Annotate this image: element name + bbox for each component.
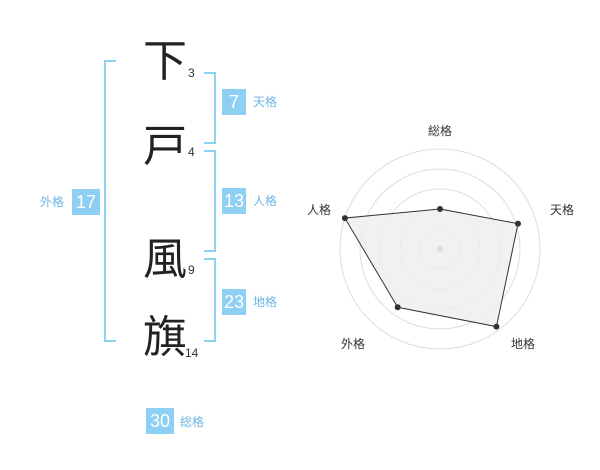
chi-label: 地格 — [253, 295, 278, 309]
gai-badge: 17 — [72, 189, 100, 215]
chi-bracket — [204, 258, 216, 342]
radar-point — [437, 206, 443, 212]
radar-label-chi: 地格 — [511, 337, 536, 351]
stroke-count-3: 9 — [188, 263, 195, 277]
ten-badge: 7 — [222, 89, 246, 115]
radar-point — [394, 304, 401, 311]
radar-label-jin: 人格 — [307, 203, 332, 217]
radar-label-sou: 総格 — [428, 124, 453, 138]
radar-point — [514, 220, 521, 227]
radar-ring — [359, 168, 521, 330]
radar-point — [341, 215, 348, 222]
jin-badge: 13 — [222, 188, 246, 214]
name-char-2: 戸 — [143, 121, 187, 172]
radar-center-dot — [437, 246, 443, 252]
name-char-4: 旗 — [143, 312, 187, 363]
radar-polygon — [344, 208, 519, 328]
stroke-count-4: 14 — [185, 346, 199, 360]
sou-badge: 30 — [146, 408, 174, 434]
radar-label-ten: 天格 — [550, 203, 575, 217]
stroke-count-2: 4 — [188, 145, 195, 159]
stroke-count-1: 3 — [188, 66, 195, 80]
radar-point — [493, 323, 500, 330]
ten-label: 天格 — [253, 95, 278, 109]
radar-points — [341, 206, 521, 330]
chi-badge: 23 — [222, 289, 246, 315]
name-char-3: 風 — [143, 234, 187, 285]
jin-bracket — [204, 150, 216, 252]
gai-label: 外格 — [40, 195, 65, 209]
sou-label: 総格 — [180, 415, 205, 429]
name-char-1: 下 — [143, 36, 187, 87]
outer-bracket — [104, 60, 116, 342]
jin-label: 人格 — [253, 194, 278, 208]
radar-ring — [339, 148, 541, 350]
radar-label-gai: 外格 — [341, 337, 366, 351]
ten-bracket — [204, 72, 216, 144]
